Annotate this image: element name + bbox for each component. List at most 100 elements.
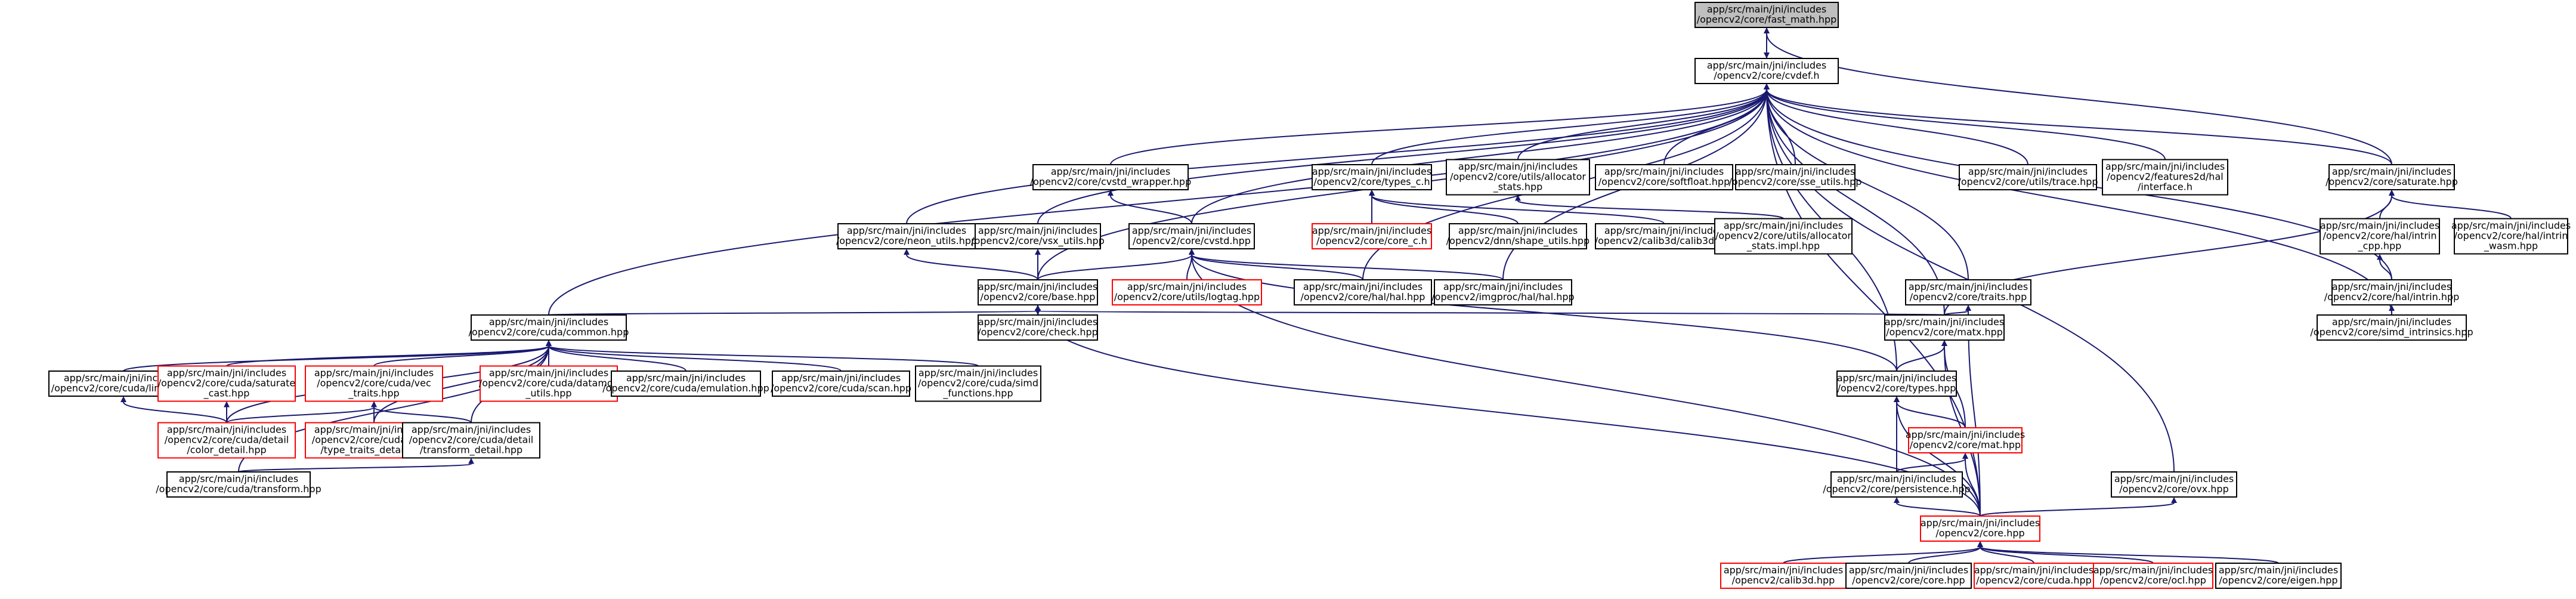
node-scan[interactable]: app/src/main/jni/includes/opencv2/core/c…: [771, 370, 911, 397]
node-label-line: app/src/main/jni/includes: [919, 368, 1038, 379]
node-label-line: app/src/main/jni/includes: [2093, 564, 2213, 576]
node-label-line: /opencv2/core/ocl.hpp: [2100, 575, 2206, 586]
node-vec_traits[interactable]: app/src/main/jni/includes/opencv2/core/c…: [305, 365, 443, 402]
node-core_c[interactable]: app/src/main/jni/includes/opencv2/core/c…: [1312, 223, 1432, 249]
node-box: [1884, 314, 2005, 341]
node-core_core[interactable]: app/src/main/jni/includes/opencv2/core/c…: [1845, 563, 1972, 589]
node-label-line: app/src/main/jni/includes: [847, 225, 966, 236]
node-box: [1434, 279, 1572, 305]
node-cuda_transform[interactable]: app/src/main/jni/includes/opencv2/core/c…: [156, 471, 321, 498]
node-box: [1735, 164, 1856, 190]
node-matx[interactable]: app/src/main/jni/includes/opencv2/core/m…: [1884, 314, 2005, 341]
edge-cvstd-to-cvdef: [1191, 84, 1770, 224]
node-label-line: app/src/main/jni/includes: [2332, 281, 2451, 292]
edge-allocator_stats_impl-to-allocator_stats: [1515, 194, 1784, 220]
node-label-line: app/src/main/jni/includes: [1921, 517, 2040, 529]
node-box: [978, 314, 1098, 341]
node-core_hal[interactable]: app/src/main/jni/includes/opencv2/core/h…: [1294, 279, 1432, 305]
node-box: [1128, 223, 1255, 249]
node-label-line: _wasm.hpp: [2484, 240, 2538, 252]
edge-cuda_common-to-cvdef: [548, 84, 1770, 316]
edge-cvstd_wrapper-to-cvdef: [1110, 84, 1770, 165]
node-datamov_utils[interactable]: app/src/main/jni/includes/opencv2/core/c…: [479, 365, 619, 402]
node-types[interactable]: app/src/main/jni/includes/opencv2/core/t…: [1836, 370, 1957, 397]
node-label-line: /opencv2/core/eigen.hpp: [2219, 575, 2337, 586]
node-check[interactable]: app/src/main/jni/includes/opencv2/core/c…: [978, 314, 1098, 341]
node-intrin_cpp[interactable]: app/src/main/jni/includes/opencv2/core/h…: [2320, 218, 2440, 255]
node-simd_intrinsics[interactable]: app/src/main/jni/includes/opencv2/core/s…: [2310, 314, 2473, 341]
node-box: [1694, 2, 1839, 28]
node-label-line: app/src/main/jni/includes: [1724, 564, 1843, 576]
node-label-line: _stats.hpp: [1493, 181, 1543, 193]
node-label-line: /opencv2/core/types_c.h: [1313, 176, 1430, 188]
node-traits[interactable]: app/src/main/jni/includes/opencv2/core/t…: [1905, 279, 2031, 305]
node-box: [772, 370, 910, 397]
node-base[interactable]: app/src/main/jni/includes/opencv2/core/b…: [978, 279, 1098, 305]
node-allocator_stats[interactable]: app/src/main/jni/includes/opencv2/core/u…: [1446, 159, 1590, 196]
edge-scan-to-cuda_common: [546, 340, 842, 372]
node-ovx[interactable]: app/src/main/jni/includes/opencv2/core/o…: [2111, 471, 2237, 498]
node-label-line: /opencv2/core/types.hpp: [1838, 382, 1956, 394]
node-transform_detail[interactable]: app/src/main/jni/includes/opencv2/core/c…: [402, 422, 540, 459]
node-core_eigen[interactable]: app/src/main/jni/includes/opencv2/core/e…: [2215, 563, 2342, 589]
node-label-line: app/src/main/jni/includes: [2332, 316, 2451, 328]
node-imgproc_hal[interactable]: app/src/main/jni/includes/opencv2/imgpro…: [1431, 279, 1575, 305]
node-core_ocl[interactable]: app/src/main/jni/includes/opencv2/core/o…: [2093, 563, 2213, 589]
node-box: [1312, 223, 1432, 249]
node-intrin_wasm[interactable]: app/src/main/jni/includes/opencv2/core/h…: [2451, 218, 2571, 255]
node-label-line: /type_traits_detail.hpp: [320, 444, 427, 456]
node-label-line: /opencv2/core/cuda/saturate: [158, 378, 296, 389]
node-core_cuda[interactable]: app/src/main/jni/includes/opencv2/core/c…: [1974, 563, 2094, 589]
edge-types-to-matx: [1896, 340, 1947, 372]
node-neon_utils[interactable]: app/src/main/jni/includes/opencv2/core/n…: [836, 223, 977, 249]
node-allocator_stats_impl[interactable]: app/src/main/jni/includes/opencv2/core/u…: [1714, 218, 1853, 255]
node-label-line: /opencv2/core/check.hpp: [978, 326, 1098, 338]
node-cvstd_wrapper[interactable]: app/src/main/jni/includes/opencv2/core/c…: [1030, 164, 1192, 190]
node-label-line: app/src/main/jni/includes: [1707, 60, 1826, 71]
node-label-line: /opencv2/core/cvstd.hpp: [1133, 235, 1251, 246]
node-sse_utils[interactable]: app/src/main/jni/includes/opencv2/core/s…: [1729, 164, 1862, 190]
node-label-line: app/src/main/jni/includes: [978, 281, 1097, 292]
edge-cuda_transform-to-transform_detail: [238, 458, 474, 473]
node-label-line: /color_detail.hpp: [187, 444, 266, 456]
node-saturate[interactable]: app/src/main/jni/includes/opencv2/core/s…: [2325, 164, 2458, 190]
node-calib3d_c[interactable]: app/src/main/jni/includes/opencv2/calib3…: [1595, 223, 1734, 249]
node-cuda_common[interactable]: app/src/main/jni/includes/opencv2/core/c…: [469, 314, 629, 341]
edge-core-to-ovx: [1980, 497, 2177, 517]
node-cvstd[interactable]: app/src/main/jni/includes/opencv2/core/c…: [1128, 223, 1255, 249]
node-vsx_utils[interactable]: app/src/main/jni/includes/opencv2/core/v…: [971, 223, 1105, 249]
node-core[interactable]: app/src/main/jni/includes/opencv2/core.h…: [1920, 515, 2040, 542]
node-softfloat[interactable]: app/src/main/jni/includes/opencv2/core/s…: [1595, 164, 1733, 190]
node-shape_utils[interactable]: app/src/main/jni/includes/opencv2/dnn/sh…: [1446, 223, 1589, 249]
node-box: [1714, 218, 1853, 255]
node-label-line: app/src/main/jni/includes: [1837, 473, 1956, 484]
node-persistence[interactable]: app/src/main/jni/includes/opencv2/core/p…: [1823, 471, 1971, 498]
node-trace[interactable]: app/src/main/jni/includes/opencv2/core/u…: [1957, 164, 2098, 190]
edge-core-to-mat: [1962, 453, 1981, 517]
edge-saturate_cast-to-cuda_common: [226, 340, 552, 367]
node-box: [2111, 471, 2237, 498]
node-box: [1032, 164, 1189, 190]
node-cvdef[interactable]: app/src/main/jni/includes/opencv2/core/c…: [1694, 58, 1839, 84]
node-logtag[interactable]: app/src/main/jni/includes/opencv2/core/u…: [1112, 279, 1262, 305]
edge-core_eigen-to-core: [1977, 541, 2279, 564]
node-intrin[interactable]: app/src/main/jni/includes/opencv2/core/h…: [2324, 279, 2460, 305]
node-label-line: app/src/main/jni/includes: [1443, 281, 1563, 292]
node-mat[interactable]: app/src/main/jni/includes/opencv2/core/m…: [1906, 427, 2025, 453]
node-simd_functions[interactable]: app/src/main/jni/includes/opencv2/core/c…: [915, 365, 1041, 402]
nodes-layer: app/src/main/jni/includes/opencv2/core/f…: [48, 2, 2571, 589]
node-features2d_hal[interactable]: app/src/main/jni/includes/opencv2/featur…: [2102, 159, 2228, 196]
node-types_c[interactable]: app/src/main/jni/includes/opencv2/core/t…: [1312, 164, 1432, 190]
node-label-line: app/src/main/jni/includes: [2332, 166, 2451, 177]
node-label-line: /opencv2/core.hpp: [1935, 527, 2024, 539]
node-saturate_cast[interactable]: app/src/main/jni/includes/opencv2/core/c…: [157, 365, 296, 402]
edge-color_detail-to-vec_traits: [226, 401, 377, 424]
node-color_detail[interactable]: app/src/main/jni/includes/opencv2/core/c…: [157, 422, 296, 459]
node-box: [1836, 370, 1957, 397]
node-calib3d[interactable]: app/src/main/jni/includes/opencv2/calib3…: [1720, 563, 1847, 589]
node-label-line: app/src/main/jni/includes: [2320, 220, 2439, 231]
node-emulation[interactable]: app/src/main/jni/includes/opencv2/core/c…: [602, 370, 769, 397]
node-label-line: /opencv2/core/cuda/transform.hpp: [156, 483, 321, 495]
node-label-line: /opencv2/core/matx.hpp: [1886, 326, 2003, 338]
